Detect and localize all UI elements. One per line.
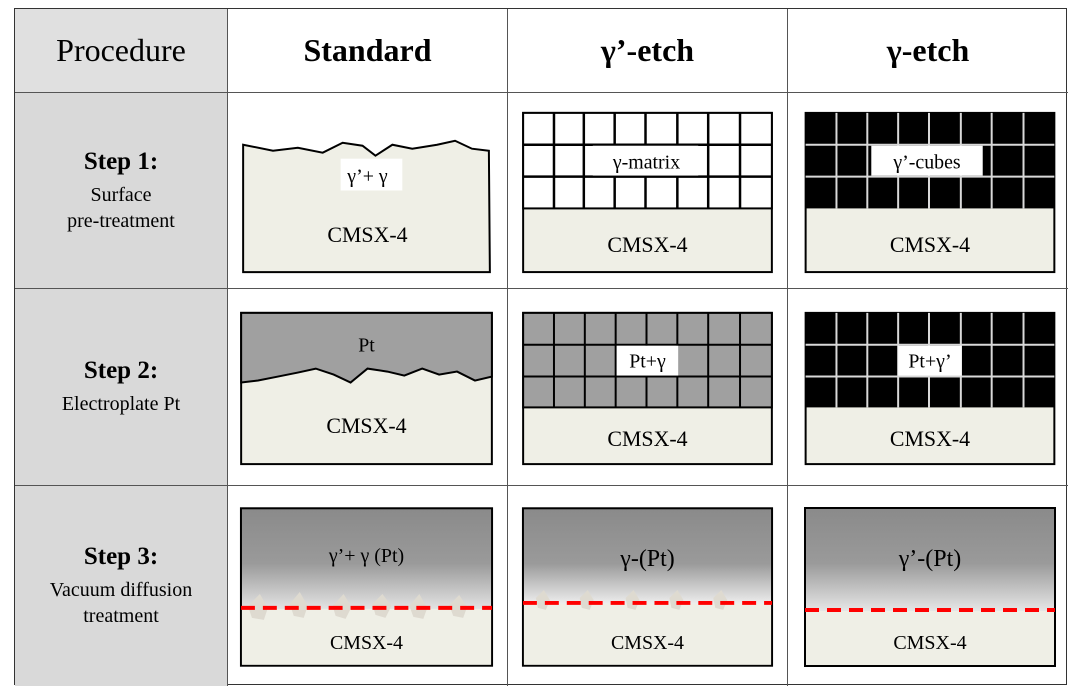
label-substrate: CMSX-4 <box>890 427 970 451</box>
step1-g-etch-panel: γ’-cubes CMSX-4 <box>788 93 1068 289</box>
label-substrate: CMSX-4 <box>327 223 407 247</box>
step-2-title: Step 2: <box>83 357 159 384</box>
label-substrate: CMSX-4 <box>326 414 406 438</box>
label-substrate: CMSX-4 <box>330 632 403 654</box>
step3-gp-etch-panel: γ-(Pt) CMSX-4 <box>508 486 788 686</box>
step-3-line2: treatment <box>83 605 159 627</box>
label-gamma-prime-cubes: γ’-cubes <box>892 152 961 174</box>
label-gp-plus-g-pt: γ’+ γ (Pt) <box>328 545 404 567</box>
header-standard: Standard <box>228 9 508 93</box>
label-pt: Pt <box>358 335 375 357</box>
step3-g-etch-panel: γ’-(Pt) CMSX-4 <box>788 486 1068 686</box>
interface-precipitates <box>535 589 728 610</box>
header-procedure: Procedure <box>15 9 228 93</box>
step-1-line1: Surface <box>90 183 152 206</box>
pt-layer <box>240 311 493 384</box>
step2-g-etch-panel: Pt+γ’ CMSX-4 <box>788 289 1068 486</box>
step-2-line1: Electroplate Pt <box>61 393 181 415</box>
step1-gp-etch-panel: γ-matrix CMSX-4 <box>508 93 788 289</box>
header-gamma-etch-label: γ-etch <box>886 32 970 68</box>
label-gp-plus-g: γ’+ γ <box>346 166 388 188</box>
label-substrate: CMSX-4 <box>890 233 970 257</box>
label-gamma-pt: γ-(Pt) <box>619 546 674 572</box>
header-standard-label: Standard <box>303 32 432 68</box>
cube-grid-lines <box>805 112 1055 209</box>
step-1-title: Step 1: <box>83 147 159 175</box>
label-substrate: CMSX-4 <box>607 427 687 451</box>
step-3-line1: Vacuum diffusion <box>49 579 193 601</box>
header-procedure-label: Procedure <box>56 32 186 68</box>
label-box <box>340 158 403 191</box>
substrate-zone <box>806 611 1054 665</box>
step-3-label: Step 3: Vacuum diffusion treatment <box>15 486 228 686</box>
matrix-grid-lines <box>523 112 772 209</box>
header-gamma-prime-etch-label: γ’-etch <box>600 32 695 68</box>
rough-substrate <box>242 139 491 274</box>
header-gamma-prime-etch: γ’-etch <box>508 9 788 93</box>
substrate-zone <box>241 608 492 665</box>
step2-gp-etch-panel: Pt+γ CMSX-4 <box>508 289 788 486</box>
label-pt-gamma-prime: Pt+γ’ <box>908 351 951 373</box>
procedure-table: Procedure Standard γ’-etch γ-etch Step 1… <box>14 8 1068 686</box>
step1-standard-panel: γ’+ γ CMSX-4 <box>228 93 508 289</box>
label-substrate: CMSX-4 <box>893 632 966 654</box>
step-1-label: Step 1: Surface pre-treatment <box>15 93 228 289</box>
step3-standard-panel: γ’+ γ (Pt) CMSX-4 <box>228 486 508 686</box>
step-3-title: Step 3: <box>83 543 159 570</box>
label-pt-gamma: Pt+γ <box>629 351 666 373</box>
step-2-label: Step 2: Electroplate Pt <box>15 289 228 486</box>
label-substrate: CMSX-4 <box>607 233 687 257</box>
label-gamma-prime-pt: γ’-(Pt) <box>898 546 962 572</box>
label-gamma-matrix: γ-matrix <box>612 152 680 174</box>
step2-standard-panel: Pt CMSX-4 <box>228 289 508 486</box>
step-1-line2: pre-treatment <box>67 209 175 232</box>
substrate-zone <box>523 603 772 665</box>
header-gamma-etch: γ-etch <box>788 9 1068 93</box>
label-substrate: CMSX-4 <box>611 632 684 654</box>
